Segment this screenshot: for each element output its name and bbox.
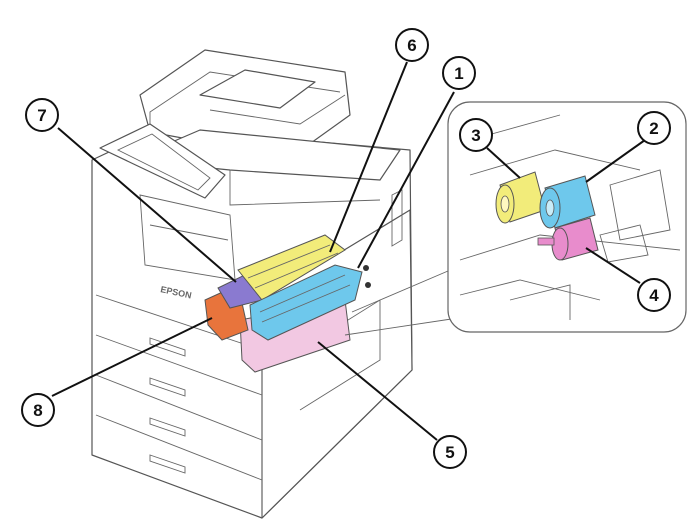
leader-2 (585, 139, 646, 183)
leader-5 (317, 341, 438, 441)
leader-lines (51, 61, 646, 441)
callouts: 1 2 3 4 5 6 7 8 (21, 28, 671, 469)
leader-3 (486, 147, 521, 179)
callout-6: 6 (395, 28, 429, 62)
callout-2-label: 2 (649, 119, 658, 138)
leader-4 (585, 247, 641, 284)
callout-3-label: 3 (471, 126, 480, 145)
callout-2: 2 (637, 111, 671, 145)
leader-1 (357, 91, 455, 269)
roller-3 (495, 171, 546, 224)
callout-5-label: 5 (445, 443, 454, 462)
leader-7 (57, 127, 237, 283)
roller-2 (539, 175, 596, 229)
callout-4: 4 (637, 278, 671, 312)
callout-7-label: 7 (37, 106, 46, 125)
callout-1: 1 (442, 56, 476, 90)
callout-1-label: 1 (454, 64, 463, 83)
callout-4-label: 4 (649, 286, 659, 305)
callout-5: 5 (433, 435, 467, 469)
leader-8 (51, 317, 213, 397)
callout-3: 3 (459, 118, 493, 152)
leader-6 (329, 61, 408, 253)
callout-8: 8 (21, 393, 55, 427)
unit-1-part (249, 264, 363, 341)
callout-8-label: 8 (33, 401, 42, 420)
callout-6-label: 6 (407, 36, 416, 55)
callout-7: 7 (25, 98, 59, 132)
